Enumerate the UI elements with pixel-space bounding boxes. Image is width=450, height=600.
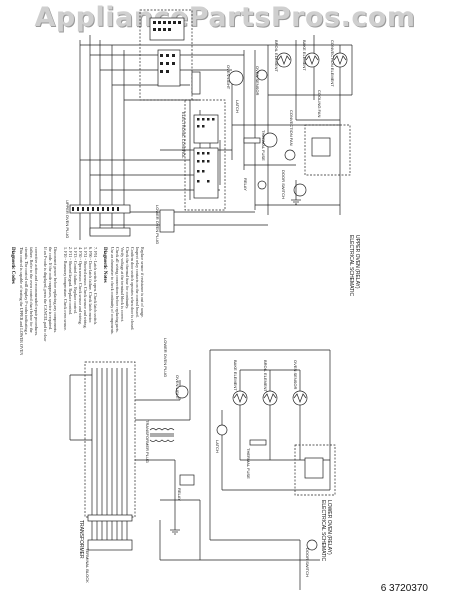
lower-label-light: OVEN LIGHT [175, 375, 180, 400]
upper-label-fan: CONVECTION FAN [289, 110, 294, 146]
notes-intro-0: This control is capable of testing the U… [19, 247, 24, 355]
upper-title-line1: UPPER OVEN (RELAY) [354, 235, 360, 289]
notes-bullet-0: Use an ohmmeter to check continuity of c… [110, 247, 115, 335]
notes-intro-7: Disconnect power before replacing any co… [53, 247, 58, 333]
upper-label-sensor: OVEN SENSOR [255, 66, 260, 95]
upper-label-door: DOOR SWITCH [281, 170, 286, 199]
lower-labels: LOWER OVEN (RELAY) ELECTRICAL SCHEMATIC … [78, 338, 332, 583]
watermark: AppliancePartsPros.com [34, 2, 416, 33]
lower-schematic [69, 349, 336, 590]
notes-bullet-2: Verify voltage at the terminal block is … [120, 247, 125, 322]
upper-label-fuse: THERMAL FUSE [261, 130, 266, 161]
lower-title-line2: ELECTRICAL SCHEMATIC [320, 500, 326, 562]
notes-intro-6: the code. If the code reappears, service… [47, 247, 53, 330]
notes-bullet-5: Inspect relay contacts on the control bo… [135, 247, 140, 318]
lower-label-relay: RELAY [177, 488, 182, 501]
notes-step-6: 7. F91 - Latch switch open. Check latch … [93, 247, 98, 325]
upper-labels: UPPER OVEN (RELAY) ELECTRICAL SCHEMATIC … [65, 40, 360, 297]
notes-bullet-4: Confirm door switch operates when door i… [130, 247, 135, 330]
upper-label-relay: RELAY [243, 178, 248, 191]
lower-title-line1: LOWER OVEN (RELAY) [326, 500, 332, 555]
document-number: 6 3720370 [380, 583, 428, 594]
upper-label-control: ELECTRONIC CONTROL [181, 112, 186, 159]
notes-bullet-1: Check all wiring connections before repl… [115, 247, 120, 333]
upper-label-broil: BROIL ELEMENT [274, 40, 279, 72]
upper-label-cooling-fan: COOLING FAN [317, 90, 322, 117]
upper-label-lower-plug: LOWER OVEN PLUG [155, 205, 160, 244]
notes-heading-2: Diagnostic Notes [102, 247, 107, 283]
notes-intro-5: If an F-code is displayed, press the CAN… [42, 247, 48, 342]
upper-title-line2: ELECTRICAL SCHEMATIC [348, 235, 354, 297]
notes-intro-1: circuits. The control will display F-cod… [24, 247, 29, 335]
notes-bullet-6: Replace sensor if resistance is out of r… [140, 247, 145, 318]
lower-label-transformer: TRANSFORMER [78, 520, 84, 559]
upper-label-bake: BAKE ELEMENT [302, 40, 307, 71]
lower-label-terminal-block: TERMINAL BLOCK [85, 548, 90, 583]
lower-label-broil: BROIL ELEMENT [263, 360, 268, 392]
upper-label-latch: LATCH [235, 100, 240, 113]
notes-step-3: 4. F30 - Open sensor. Check sensor and w… [78, 247, 83, 325]
upper-schematic [69, 9, 353, 240]
upper-label-plug: UPPER OVEN PLUG [65, 200, 70, 238]
lower-label-fuse: THERMAL FUSE [246, 448, 251, 479]
lower-label-transformer-plug: TRANSFORMER PLUG [145, 420, 150, 463]
upper-label-light: OVEN LIGHT [226, 65, 231, 90]
lower-label-door: DOOR SWITCH [305, 548, 310, 577]
lower-label-sensor: OVEN SENSOR [293, 360, 298, 389]
notes-step-4: 5. F31 - Shorted sensor. Check sensor an… [83, 247, 88, 329]
upper-label-convection: CONVECTION ELEMENT [330, 40, 335, 87]
diagnostic-notes: Diagnostic Codes This control is capable… [10, 247, 145, 355]
notes-bullet-3: Check the thermal fuse for continuity. [125, 247, 130, 309]
lower-label-plug: LOWER OVEN PLUG [163, 338, 168, 377]
lower-label-bake: BAKE ELEMENT [233, 360, 238, 391]
notes-step-5: 6. F90 - Door latch failure. Check latch… [88, 247, 93, 323]
notes-intro-2: failure. Refer to the oven control chart… [29, 247, 34, 333]
notes-step-1: 2. F11 - Shorted keypad. Replace control… [68, 247, 73, 315]
lower-label-latch: LATCH [215, 440, 220, 453]
notes-step-0: 1. F10 - Runaway temperature. Check oven… [63, 247, 68, 331]
notes-heading: Diagnostic Codes [10, 247, 15, 284]
notes-intro-3: corrective action and recommended repair… [34, 247, 39, 336]
notes-step-2: 3. F13 - Control failure. Replace contro… [73, 247, 78, 314]
